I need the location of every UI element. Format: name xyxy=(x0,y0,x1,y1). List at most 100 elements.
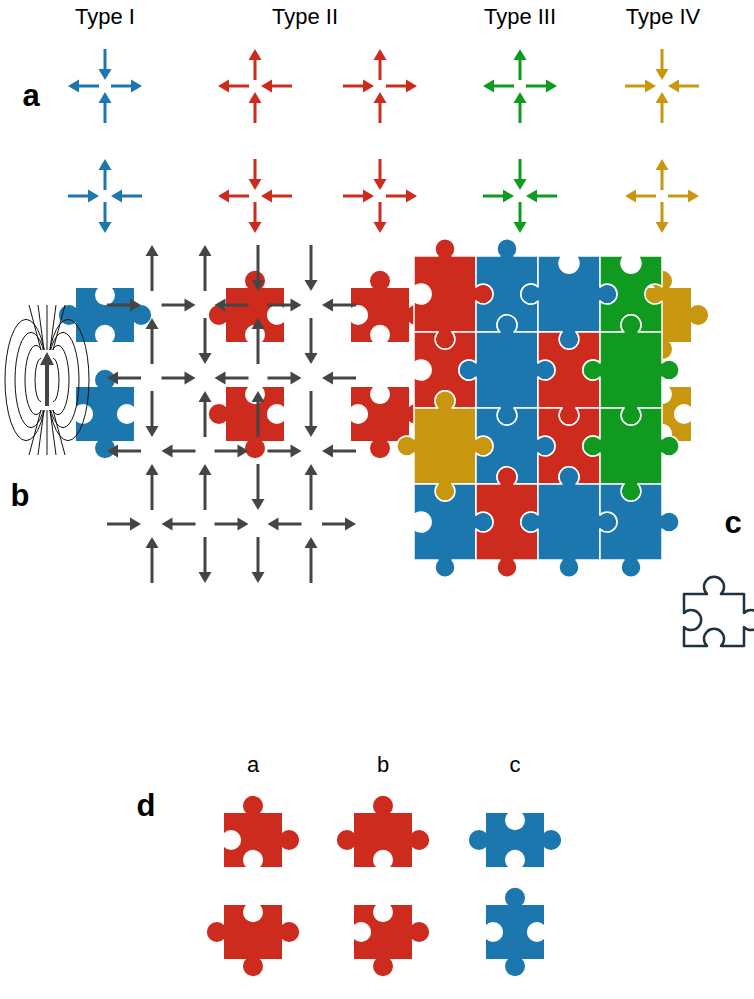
type-heading: Type III xyxy=(484,4,556,29)
spin-arrow xyxy=(249,92,262,103)
lattice-arrow xyxy=(204,537,207,573)
spin-arrow xyxy=(131,80,142,93)
spin-arrow xyxy=(661,102,664,123)
spin-arrow xyxy=(493,85,514,88)
spin-arrow xyxy=(99,159,112,170)
spin-arrow xyxy=(519,202,522,223)
lattice-arrow xyxy=(252,391,265,402)
lattice-arrow xyxy=(278,523,302,526)
type-heading: Type IV xyxy=(626,4,701,29)
spin-arrow xyxy=(379,202,382,223)
lattice-arrow xyxy=(199,245,212,256)
spin-arrow xyxy=(374,179,387,190)
lattice-arrow xyxy=(151,255,154,291)
lattice-arrow xyxy=(107,304,131,307)
lattice-arrow xyxy=(146,318,159,329)
panel-letter: a xyxy=(22,78,39,114)
lattice-arrow xyxy=(252,499,265,510)
spin-arrow xyxy=(261,80,272,93)
spin-arrow xyxy=(526,190,537,203)
spin-arrow xyxy=(635,195,656,198)
spin-arrow xyxy=(104,49,107,70)
lattice-arrow xyxy=(238,445,249,458)
lattice-arrow xyxy=(204,255,207,291)
lattice-arrow xyxy=(291,299,302,312)
spin-arrow xyxy=(514,179,527,190)
lattice-arrow xyxy=(291,372,302,385)
spin-arrow xyxy=(88,190,99,203)
lattice-arrow xyxy=(117,377,141,380)
lattice-arrow xyxy=(107,445,118,458)
lattice-arrow xyxy=(268,450,292,453)
lattice-arrow xyxy=(310,245,313,281)
spin-arrow xyxy=(343,85,364,88)
spin-arrow xyxy=(254,159,257,180)
lattice-arrow xyxy=(162,377,186,380)
lattice-arrow xyxy=(322,523,346,526)
spin-arrow xyxy=(483,80,494,93)
spin-arrow xyxy=(104,202,107,223)
spin-arrow xyxy=(519,159,522,180)
field-line xyxy=(38,305,44,350)
puzzle-piece xyxy=(207,905,299,976)
lattice-arrow xyxy=(322,372,333,385)
spin-arrow xyxy=(656,222,669,233)
spin-arrow xyxy=(254,102,257,123)
spin-arrow xyxy=(645,80,656,93)
lattice-arrow xyxy=(107,372,118,385)
panel-letter: d xyxy=(137,788,156,824)
spin-arrow xyxy=(111,85,132,88)
lattice-arrow xyxy=(322,299,333,312)
lattice-arrow xyxy=(151,474,154,510)
spin-arrow xyxy=(656,69,669,80)
lattice-arrow xyxy=(332,304,356,307)
spin-arrow xyxy=(104,102,107,123)
lattice-arrow xyxy=(225,377,249,380)
lattice-arrow xyxy=(151,547,154,583)
lattice-arrow xyxy=(332,450,356,453)
spin-arrow xyxy=(625,190,636,203)
spin-arrow xyxy=(536,195,557,198)
lattice-arrow xyxy=(305,464,318,475)
spin-arrow xyxy=(661,49,664,70)
spin-arrow xyxy=(261,190,272,203)
field-line xyxy=(47,410,48,455)
spin-arrow xyxy=(374,222,387,233)
spin-arrow xyxy=(218,80,229,93)
field-line xyxy=(38,410,44,455)
puzzle-piece xyxy=(224,796,299,867)
option-letter: a xyxy=(247,752,259,777)
spin-arrow xyxy=(483,195,504,198)
lattice-arrow xyxy=(107,523,131,526)
puzzle-piece xyxy=(469,813,561,867)
spin-arrow xyxy=(668,195,689,198)
lattice-arrow xyxy=(162,518,173,531)
spin-arrow xyxy=(379,59,382,80)
puzzle-piece xyxy=(337,796,429,867)
puzzle-piece xyxy=(354,905,429,976)
spin-arrow xyxy=(526,85,547,88)
spin-arrow xyxy=(99,92,112,103)
spin-arrow xyxy=(104,169,107,190)
puzzle-piece xyxy=(209,387,284,458)
lattice-arrow xyxy=(257,537,260,573)
spin-arrow xyxy=(688,190,699,203)
lattice-arrow xyxy=(310,318,313,354)
spin-arrow xyxy=(661,169,664,190)
dipole-arrow xyxy=(40,352,54,365)
spin-arrow xyxy=(249,222,262,233)
lattice-arrow xyxy=(257,401,260,437)
spin-arrow xyxy=(661,202,664,223)
spin-arrow xyxy=(386,85,407,88)
spin-arrow xyxy=(546,80,557,93)
spin-arrow xyxy=(363,80,374,93)
field-line xyxy=(53,410,65,455)
lattice-arrow xyxy=(305,353,318,364)
field-line xyxy=(47,319,89,440)
spin-arrow xyxy=(121,195,142,198)
panel-letter: b xyxy=(11,478,30,514)
lattice-arrow xyxy=(257,245,260,281)
spin-arrow xyxy=(379,159,382,180)
puzzle-piece xyxy=(76,370,134,458)
